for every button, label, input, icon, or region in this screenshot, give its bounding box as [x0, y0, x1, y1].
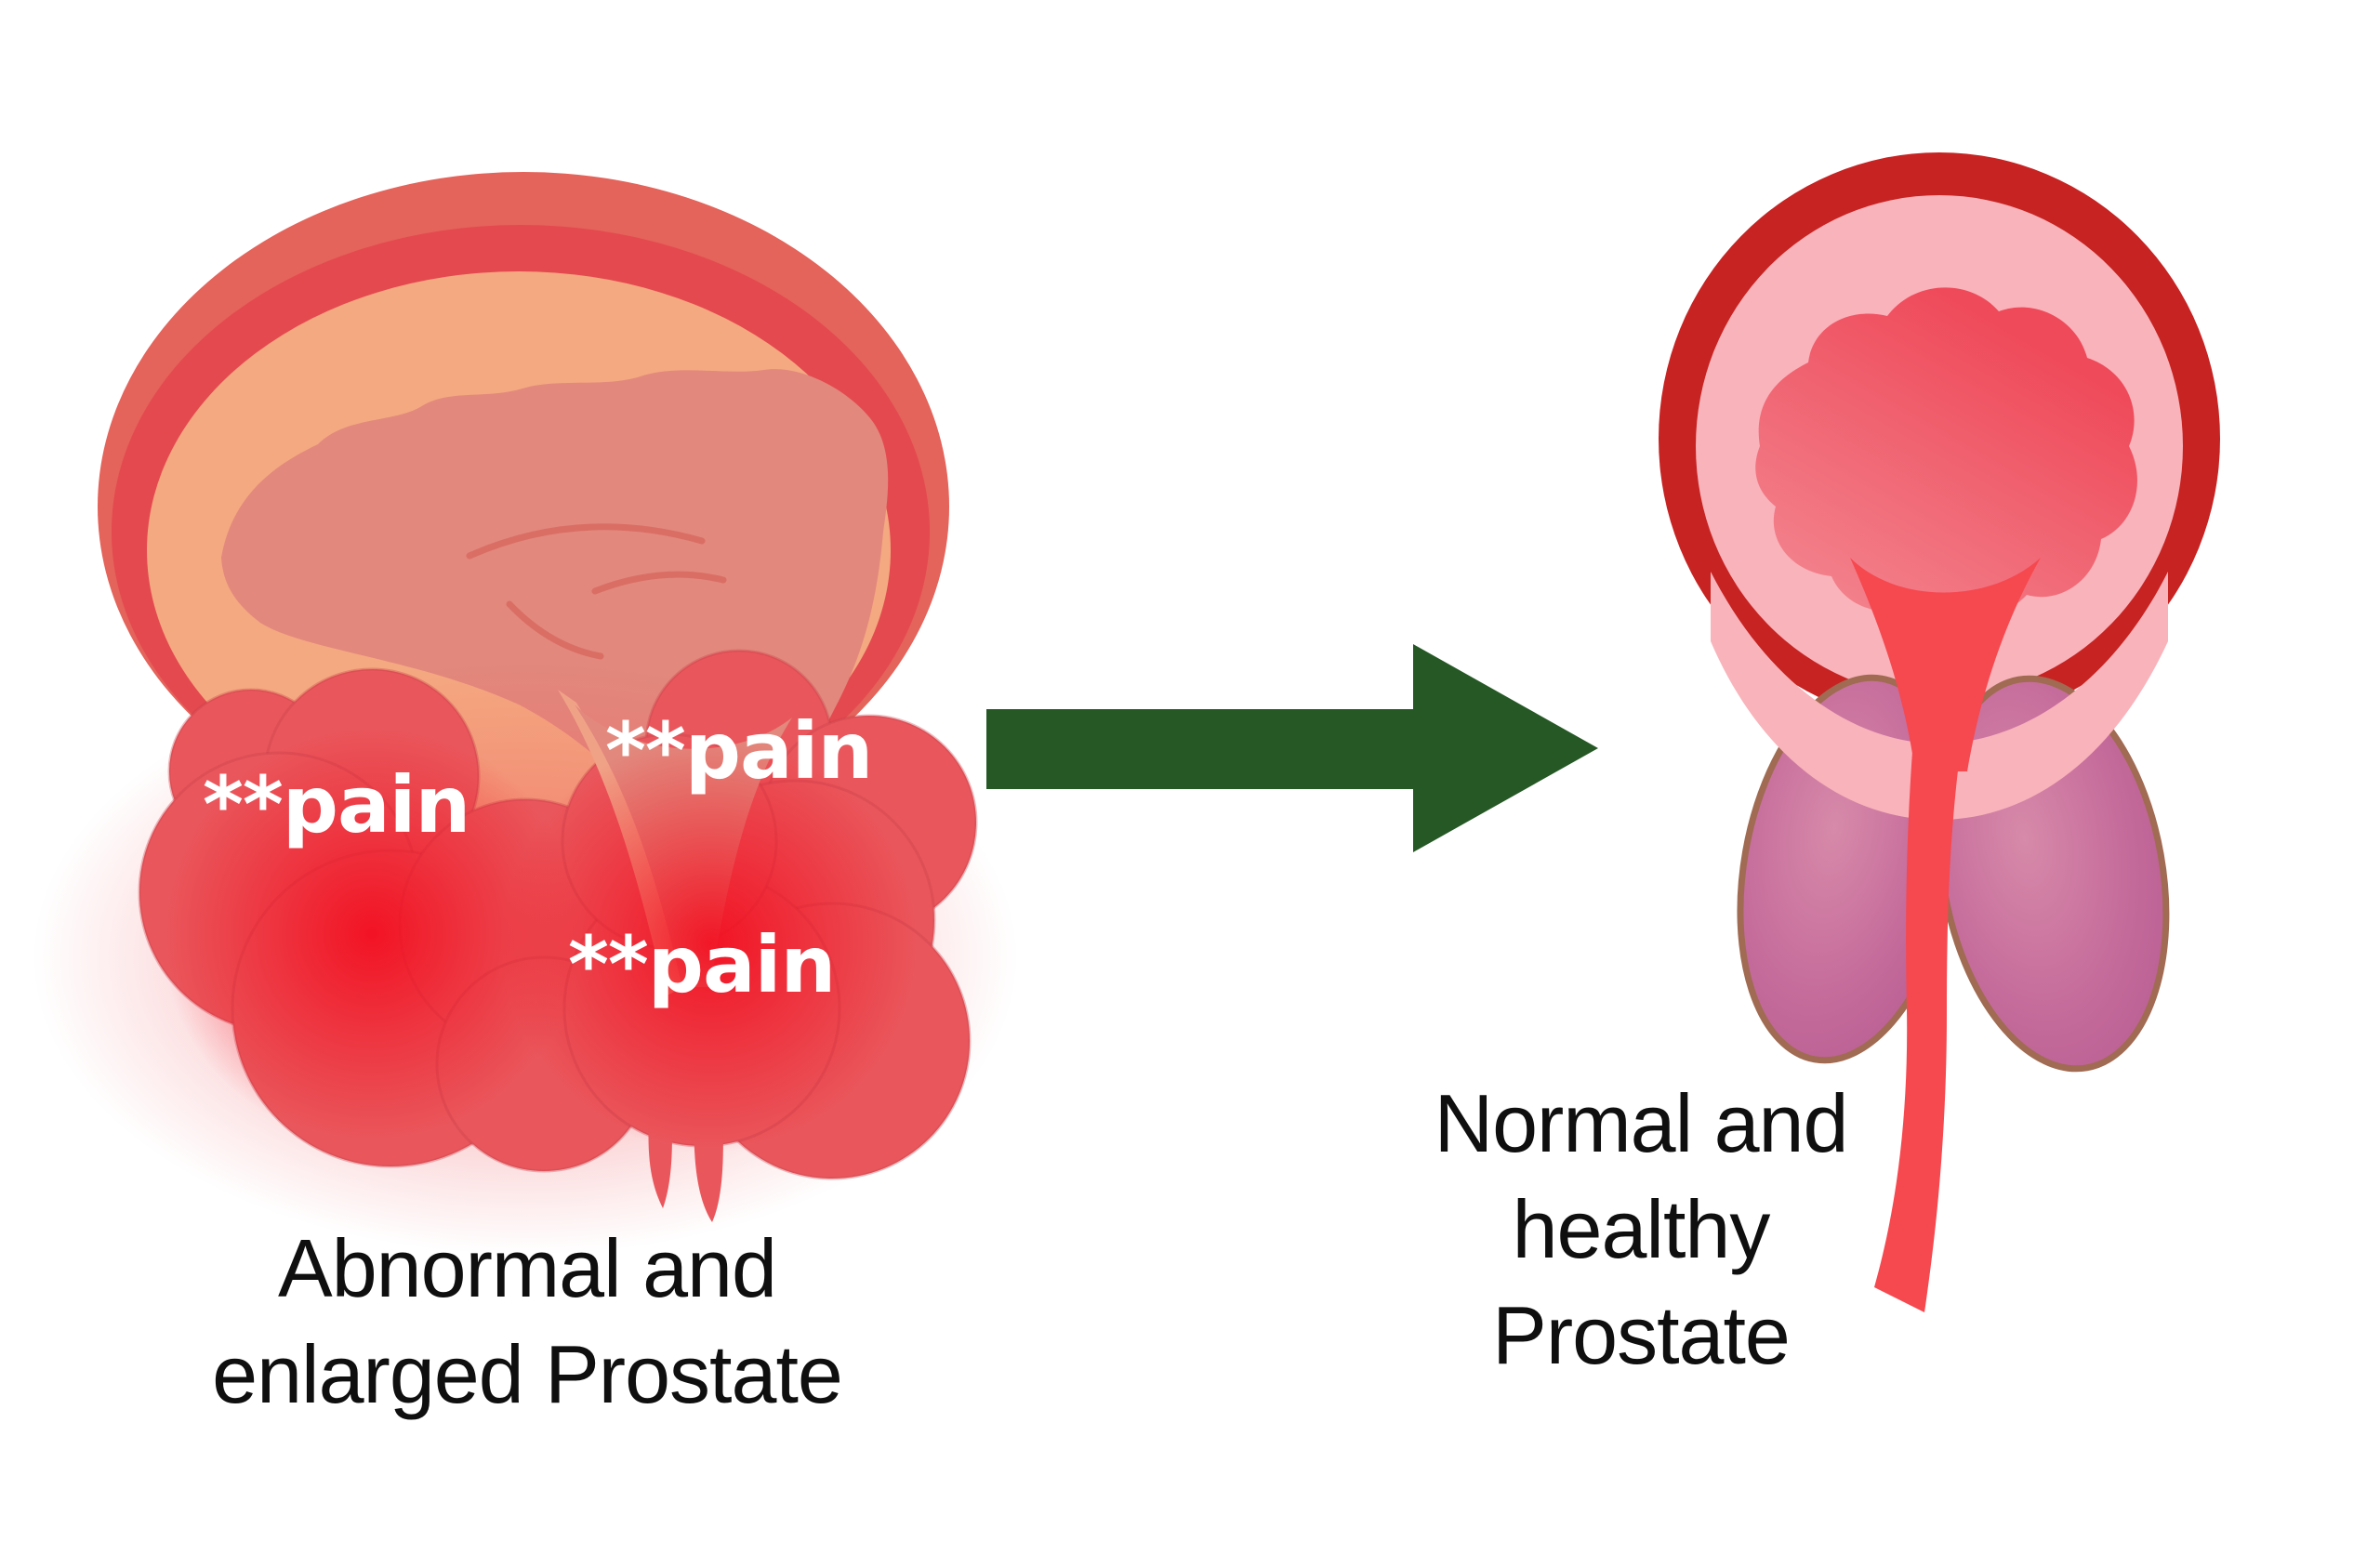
healthy-bladder-interior — [1755, 287, 2137, 620]
right-caption: Normal and healthy Prostate — [1434, 1071, 1849, 1389]
bladder-crease — [591, 571, 727, 595]
pain-glow-left — [163, 725, 581, 1143]
right-caption-line2: healthy — [1512, 1183, 1771, 1275]
left-caption-line1: Abnormal and — [278, 1222, 777, 1314]
pain-label: **pain — [568, 919, 836, 1010]
right-caption-line1: Normal and — [1434, 1077, 1849, 1169]
right-arrow-icon — [986, 644, 1598, 852]
enlarged-prostate-illustration — [33, 172, 1018, 1255]
pain-glow-right — [502, 734, 920, 1152]
bladder-crease — [466, 523, 706, 560]
right-caption-line3: Prostate — [1492, 1289, 1791, 1381]
healthy-prostate-illustration — [1659, 152, 2220, 1312]
left-caption-line2: enlarged Prostate — [212, 1328, 843, 1420]
bladder-crease-lines — [466, 523, 727, 660]
bladder-crease — [506, 600, 604, 660]
urethra-funnel — [1850, 558, 2041, 771]
left-caption: Abnormal and enlarged Prostate — [212, 1216, 843, 1428]
pain-label: **pain — [605, 705, 873, 797]
urethra-tube — [1874, 739, 1962, 1312]
pain-label: **pain — [203, 759, 470, 850]
bladder-neck-skirt — [1711, 572, 2168, 820]
